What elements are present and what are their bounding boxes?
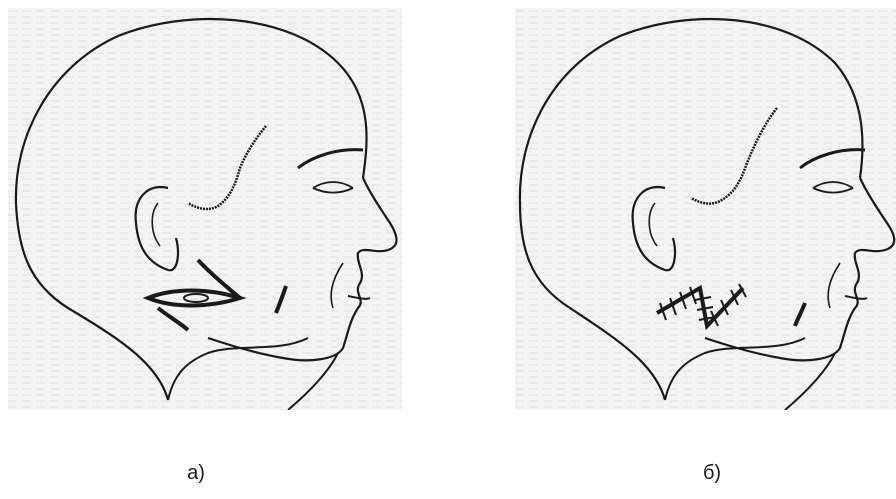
figure-label-b: б) [682,462,742,485]
illustration-before [8,8,402,410]
head-profile-drawing-a [8,8,402,410]
figure-label-a: а) [166,462,226,485]
illustration-after [515,8,896,410]
head-profile-drawing-b [515,8,896,410]
